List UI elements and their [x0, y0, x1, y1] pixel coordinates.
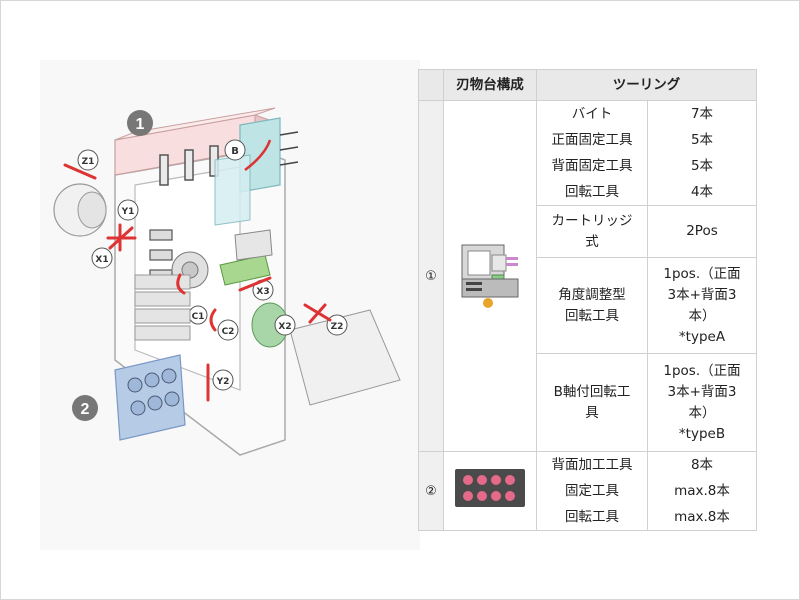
group-2-number: ②: [418, 451, 444, 531]
svg-text:Z2: Z2: [331, 322, 344, 332]
tool-post-illustration: 1 B C1 2: [53, 107, 401, 456]
svg-text:C2: C2: [222, 327, 235, 337]
header-tooling: ツーリング: [536, 69, 757, 101]
svg-text:X3: X3: [256, 287, 269, 297]
group-1-number: ①: [418, 100, 444, 452]
svg-text:X1: X1: [95, 255, 108, 265]
group-2-image: [443, 451, 537, 531]
tool-values-4: 1pos.（正面 3本+背面3 本） *typeB: [647, 353, 757, 452]
tool-items-1: バイト 正面固定工具 背面固定工具 回転工具: [536, 100, 648, 206]
tool-items-5: 背面加工工具 固定工具 回転工具: [536, 451, 648, 531]
svg-text:C1: C1: [192, 312, 205, 322]
svg-text:2: 2: [81, 401, 90, 418]
svg-text:Y1: Y1: [121, 207, 135, 217]
group-1-thumbnail: [461, 244, 519, 308]
tool-values-3: 1pos.（正面 3本+背面3 本） *typeA: [647, 257, 757, 354]
tool-values-5: 8本 max.8本 max.8本: [647, 451, 757, 531]
tool-items-3: 角度調整型 回転工具: [536, 257, 648, 354]
tool-items-2: カートリッジ 式: [536, 205, 648, 258]
tool-values-2: 2Pos: [647, 205, 757, 258]
tool-values-1: 7本 5本 5本 4本: [647, 100, 757, 206]
group-1-image: [443, 100, 537, 452]
header-blank: [418, 69, 444, 101]
svg-text:1: 1: [136, 116, 145, 133]
group-2-thumbnail: [455, 468, 525, 507]
tool-post-diagram: 1 B C1 2: [40, 60, 420, 550]
svg-text:Y2: Y2: [216, 377, 230, 387]
marker-2: [72, 395, 98, 421]
svg-text:B: B: [231, 146, 239, 157]
tooling-table: 刃物台構成 ツーリング ① バイト 正面固定工具 背面固定工具 回転工具: [418, 69, 757, 531]
svg-text:X2: X2: [278, 322, 291, 332]
marker-1: [127, 110, 153, 136]
svg-text:Z1: Z1: [82, 157, 95, 167]
tool-items-4: B軸付回転工 具: [536, 353, 648, 452]
header-config: 刃物台構成: [443, 69, 537, 101]
